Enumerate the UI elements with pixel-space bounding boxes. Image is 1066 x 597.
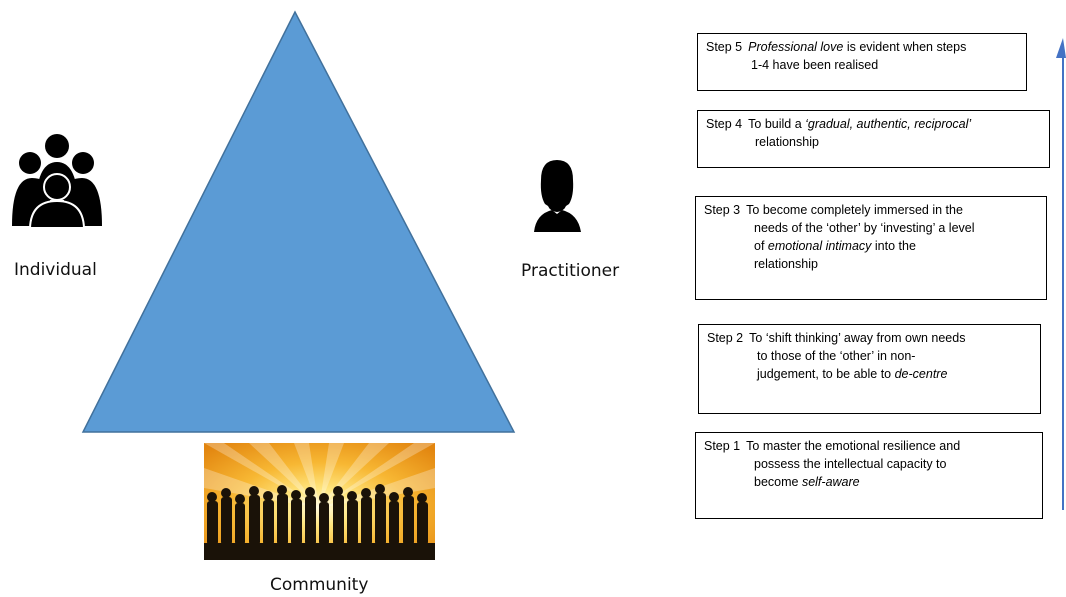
step-2-label: Step 2 <box>707 331 744 345</box>
step-5-text-1: is evident when steps <box>843 40 967 54</box>
community-label: Community <box>270 575 369 595</box>
step-4-italic-text: ‘gradual, authentic, reciprocal’ <box>805 117 972 131</box>
step-2-text-1: To ‘shift thinking’ away from own needs <box>749 331 966 345</box>
step-5-box: Step 5 Professional love is evident when … <box>697 33 1027 91</box>
step-1-text-1: To master the emotional resilience and <box>746 439 961 453</box>
step-4-text-1: To build a <box>748 117 806 131</box>
step-3-text-3b: into the <box>871 239 916 253</box>
step-1-text-2: possess the intellectual capacity to <box>754 457 947 471</box>
step-1-label: Step 1 <box>704 439 741 453</box>
step-5-label: Step 5 <box>706 40 743 54</box>
step-1-italic-text: self-aware <box>801 475 860 489</box>
step-2-text-2: to those of the ‘other’ in non- <box>757 349 916 363</box>
crowd-sunburst-image <box>204 443 435 560</box>
step-2-italic-text: de-centre <box>894 367 948 381</box>
step-3-label: Step 3 <box>704 203 741 217</box>
step-3-text-1: To become completely immersed in the <box>746 203 963 217</box>
step-1-text-3a: become <box>754 475 802 489</box>
relationship-triangle <box>81 10 516 433</box>
step-4-label: Step 4 <box>706 117 743 131</box>
individual-label: Individual <box>14 260 97 280</box>
step-3-text-2: needs of the ‘other’ by ‘investing’ a le… <box>754 221 975 235</box>
step-3-box: Step 3 To become completely immersed in t… <box>695 196 1047 300</box>
step-1-line-3: become self-aware <box>704 473 1034 491</box>
step-4-text-2: relationship <box>755 135 819 149</box>
step-3-line-3: of emotional intimacy into the <box>704 237 1038 255</box>
step-2-line-3: judgement, to be able to de-centre <box>707 365 1032 383</box>
step-2-box: Step 2 To ‘shift thinking’ away from own … <box>698 324 1041 414</box>
practitioner-label: Practitioner <box>521 261 620 281</box>
woman-silhouette-icon <box>534 160 581 232</box>
step-2-text-3a: judgement, to be able to <box>757 367 895 381</box>
group-of-people-icon <box>12 134 102 229</box>
step-5-text-2: 1-4 have been realised <box>751 58 879 72</box>
progression-arrowhead-icon <box>1056 38 1066 58</box>
step-3-italic-text: emotional intimacy <box>767 239 872 253</box>
step-1-box: Step 1 To master the emotional resilience… <box>695 432 1043 519</box>
step-3-text-3a: of <box>754 239 768 253</box>
step-5-italic-text: Professional love <box>748 40 844 54</box>
step-3-text-4: relationship <box>754 257 818 271</box>
step-4-box: Step 4 To build a ‘gradual, authentic, re… <box>697 110 1050 168</box>
